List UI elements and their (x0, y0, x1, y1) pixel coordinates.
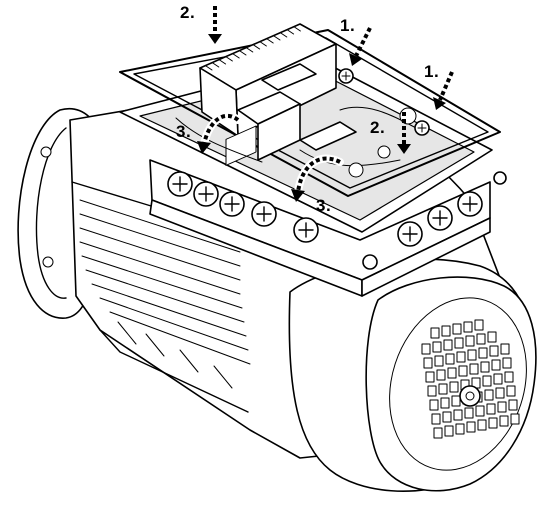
fan-grill-slot (436, 369, 446, 381)
fan-grill-slot (497, 401, 507, 413)
callout-step-1-right: 1. (424, 62, 440, 81)
fan-grill-slot (488, 417, 498, 429)
fan-grill-slot (433, 427, 443, 439)
callout-step-3-center: 3. (316, 196, 332, 215)
screw-head-icon (193, 181, 219, 207)
screw-head-icon (427, 205, 453, 231)
fan-grill-slot (458, 365, 468, 377)
fan-grill-slot (506, 385, 516, 397)
fan-grill-slot (444, 425, 454, 437)
fan-grill-slot (493, 373, 503, 385)
callout-step-1-top: 1. (340, 16, 356, 35)
box-screws (167, 171, 483, 247)
dashed-down-arrow-icon (349, 27, 372, 66)
screw-head-icon (251, 201, 277, 227)
callout-step-2-top: 2. (180, 3, 196, 22)
fan-grill-slot (453, 409, 463, 421)
fan-grill-slot (500, 343, 510, 355)
terminal-block (199, 23, 357, 166)
fan-grill-slot (430, 327, 440, 339)
fan-grill-slot (431, 413, 441, 425)
screw-head-icon (457, 191, 483, 217)
fan-grill-slot (447, 367, 457, 379)
fan-grill-slot (427, 385, 437, 397)
fan-grill-slot (478, 347, 488, 359)
fan-grill-slot (502, 357, 512, 369)
fan-grill-slot (499, 415, 509, 427)
fan-grill-slot (475, 405, 485, 417)
fan-grill-slot (452, 323, 462, 335)
flange-bolt-hole (40, 146, 52, 158)
fan-grill (421, 319, 520, 439)
dashed-down-arrow-icon (208, 6, 222, 44)
fan-grill-slot (508, 399, 518, 411)
dashed-down-arrow-icon (397, 112, 411, 154)
fan-grill-slot (487, 331, 497, 343)
fan-grill-slot (440, 397, 450, 409)
callout-step-2-right: 2. (370, 118, 386, 137)
fan-grill-slot (455, 423, 465, 435)
fan-grill-slot (454, 337, 464, 349)
fan-grill-slot (442, 411, 452, 423)
fan-grill-slot (480, 361, 490, 373)
fan-grill-slot (425, 371, 435, 383)
fan-grill-slot (451, 395, 461, 407)
fan-grill-slot (491, 359, 501, 371)
dashed-curved-arrow-icon (197, 111, 242, 154)
fan-grill-slot (474, 319, 484, 331)
fan-grill-slot (449, 381, 459, 393)
screw-head-icon (167, 171, 193, 197)
fan-grill-slot (443, 339, 453, 351)
fan-grill-slot (489, 345, 499, 357)
fan-grill-slot (434, 355, 444, 367)
cover-screws (338, 68, 507, 270)
step-arrows (208, 6, 454, 154)
screw-head-icon (219, 191, 245, 217)
fan-grill-slot (441, 325, 451, 337)
fan-grill-slot (482, 375, 492, 387)
flange-bolt-hole (42, 256, 54, 268)
fan-grill-slot (510, 413, 520, 425)
fan-grill-slot (464, 407, 474, 419)
callout-step-3-left: 3. (176, 122, 192, 141)
dashed-curved-arrow-icon (291, 154, 344, 202)
fan-grill-slot (486, 403, 496, 415)
screw-head-icon (397, 221, 423, 247)
fan-grill-slot (463, 321, 473, 333)
fan-grill-slot (421, 343, 431, 355)
fan-grill-slot (432, 341, 442, 353)
fan-grill-slot (476, 333, 486, 345)
fan-grill-slot (423, 357, 433, 369)
fan-grill-slot (477, 419, 487, 431)
fan-grill-slot (438, 383, 448, 395)
dashed-down-arrow-icon (433, 71, 454, 110)
fan-grill-slot (504, 371, 514, 383)
fan-grill-slot (429, 399, 439, 411)
fan-cover (365, 276, 537, 492)
fan-grill-slot (469, 363, 479, 375)
fan-grill-slot (445, 353, 455, 365)
screw-head-icon (293, 217, 319, 243)
fan-grill-slot (456, 351, 466, 363)
fan-grill-slot (484, 389, 494, 401)
fan-grill-slot (466, 421, 476, 433)
curved-arrows (197, 111, 344, 202)
fan-grill-slot (465, 335, 475, 347)
fan-grill-slot (467, 349, 477, 361)
fan-grill-slot (495, 387, 505, 399)
